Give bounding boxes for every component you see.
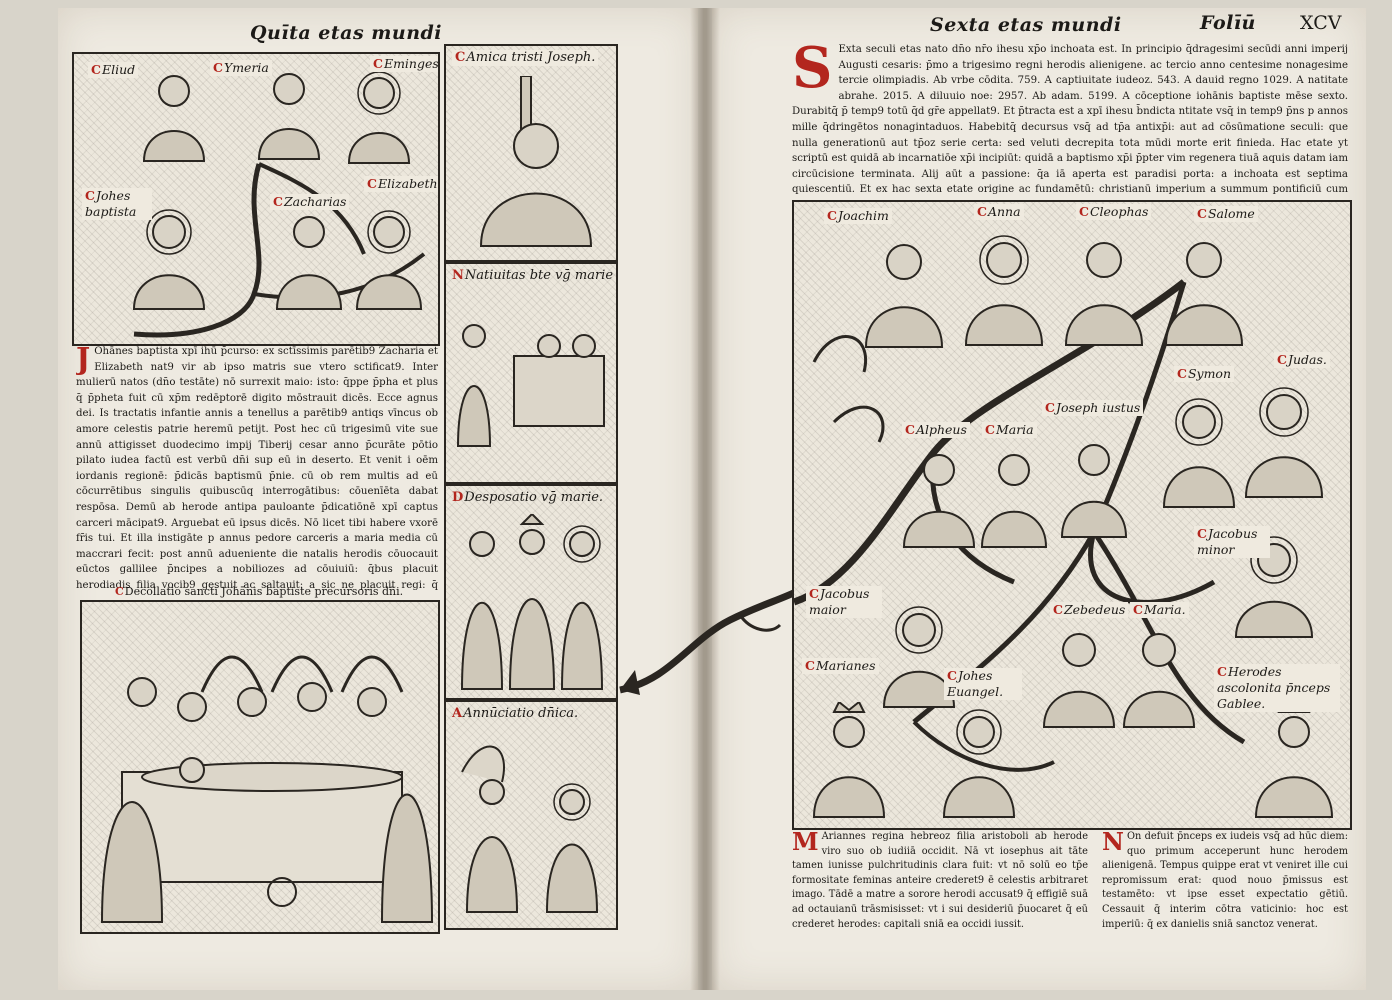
herod-succession-body: On defuit p̄nceps ex iudeis vsq̄ ad hūc …	[1102, 831, 1348, 930]
dropcap-j: J	[76, 344, 91, 377]
figure-ymeria	[257, 73, 321, 160]
john-baptist-body: Ohānes baptista xpī ihū p̄curso: ex sctī…	[76, 346, 438, 591]
label-symon: CSymon	[1174, 366, 1235, 382]
sixth-age-intro-body: Exta seculi etas nato dn̄o nr̄o ihesu xp…	[792, 44, 1348, 202]
crossing-branch-ornament	[619, 586, 802, 695]
annunciation-scene-title: AAnnūciatio dn̄ica.	[452, 706, 579, 721]
right-running-head: Sexta etas mundi	[930, 14, 1122, 36]
figure-anna	[964, 235, 1044, 346]
figure-cleophas	[1064, 242, 1144, 346]
figure-elizabeth	[355, 210, 423, 310]
left-running-head: Quīta etas mundi	[250, 22, 443, 44]
folio-label: Folīū	[1200, 12, 1256, 34]
dropcap-m: M	[792, 830, 819, 856]
betrothal-scene-title: DDesposatio vḡ marie.	[452, 490, 604, 505]
betrothal-of-mary-woodcut: DDesposatio vḡ marie.	[444, 484, 618, 700]
dropcap-n: N	[1102, 830, 1124, 856]
folio-number: XCV	[1300, 12, 1342, 34]
label-john-baptist: CJohes baptista	[82, 188, 152, 220]
nativity-scene-title: NNatiuitas bte vḡ marie	[452, 268, 614, 283]
nativity-of-mary-woodcut: NNatiuitas bte vḡ marie	[444, 262, 618, 484]
figure-joseph-iustus	[1060, 444, 1128, 538]
betrothal-scene	[460, 514, 604, 690]
label-jacobus-minor: CJacobus minor	[1194, 526, 1270, 558]
dropcap-s: S	[792, 42, 833, 101]
label-judas: CJudas.	[1274, 352, 1330, 368]
label-zacharias: CZacharias	[270, 194, 350, 210]
annunciation-scene	[461, 745, 599, 913]
figure-maria-zebedeus	[1122, 633, 1196, 728]
annunciation-woodcut: AAnnūciatio dn̄ica.	[444, 700, 618, 930]
figure-salome	[1164, 242, 1244, 346]
figure-symon	[1162, 398, 1236, 508]
figure-eminges	[347, 71, 411, 164]
label-alpheus: CAlpheus	[902, 422, 970, 438]
label-maria-alpheus: CMaria	[982, 422, 1037, 438]
label-maria-zebedeus: CMaria.	[1130, 602, 1189, 618]
genealogy-woodcut: CEliud CYmeria CEminges CJohes baptista …	[72, 52, 440, 346]
label-eminges: CEminges	[370, 56, 438, 72]
label-herodes: CHerodes ascolonita p̄nceps Gablee.	[1214, 664, 1340, 712]
label-elizabeth: CElizabeth	[364, 176, 438, 192]
joseph-woodcut: CAmica tristi Joseph.	[444, 44, 618, 262]
label-salome: CSalome	[1194, 206, 1258, 222]
figure-joseph	[479, 76, 593, 247]
figure-alpheus	[902, 454, 976, 548]
marianes-body: Ariannes regina hebreoz filia aristoboli…	[792, 831, 1088, 930]
figure-jacobus-maior	[882, 606, 956, 708]
label-cleophas: CCleophas	[1076, 204, 1152, 220]
figure-maria-alpheus	[980, 454, 1048, 548]
label-john-evangelist: CJohes Euangel.	[944, 668, 1022, 700]
holy-kinship-tree-woodcut: CJoachim CAnna CCleophas CSalome CJudas.…	[792, 200, 1352, 830]
label-zebedeus: CZebedeus	[1050, 602, 1129, 618]
figure-marianes	[812, 702, 886, 818]
label-ymeria: CYmeria	[210, 60, 272, 76]
label-anna: CAnna	[974, 204, 1024, 220]
figure-judas	[1244, 387, 1324, 498]
joseph-caption: CAmica tristi Joseph.	[452, 50, 599, 66]
figure-john-evangelist	[942, 709, 1016, 818]
figure-joachim	[864, 244, 944, 348]
label-jacobus-maior: CJacobus maior	[806, 586, 882, 618]
label-eliud: CEliud	[88, 62, 139, 78]
beheading-caption: CDecollatio sancti Johānis baptiste prec…	[115, 585, 404, 598]
label-marianes: CMarianes	[802, 658, 879, 674]
label-joseph-iustus: CJoseph iustus	[1042, 400, 1144, 416]
figure-zebedeus	[1042, 633, 1116, 728]
figure-zacharias	[275, 216, 343, 310]
figure-herodes	[1254, 702, 1334, 818]
figure-eliud	[142, 75, 206, 162]
feast-of-herod-woodcut	[80, 600, 440, 934]
figure-john-baptist	[132, 209, 206, 310]
feast-scene	[100, 655, 434, 923]
nativity-scene	[456, 324, 605, 447]
label-joachim: CJoachim	[824, 208, 892, 224]
book-gutter	[690, 8, 720, 990]
